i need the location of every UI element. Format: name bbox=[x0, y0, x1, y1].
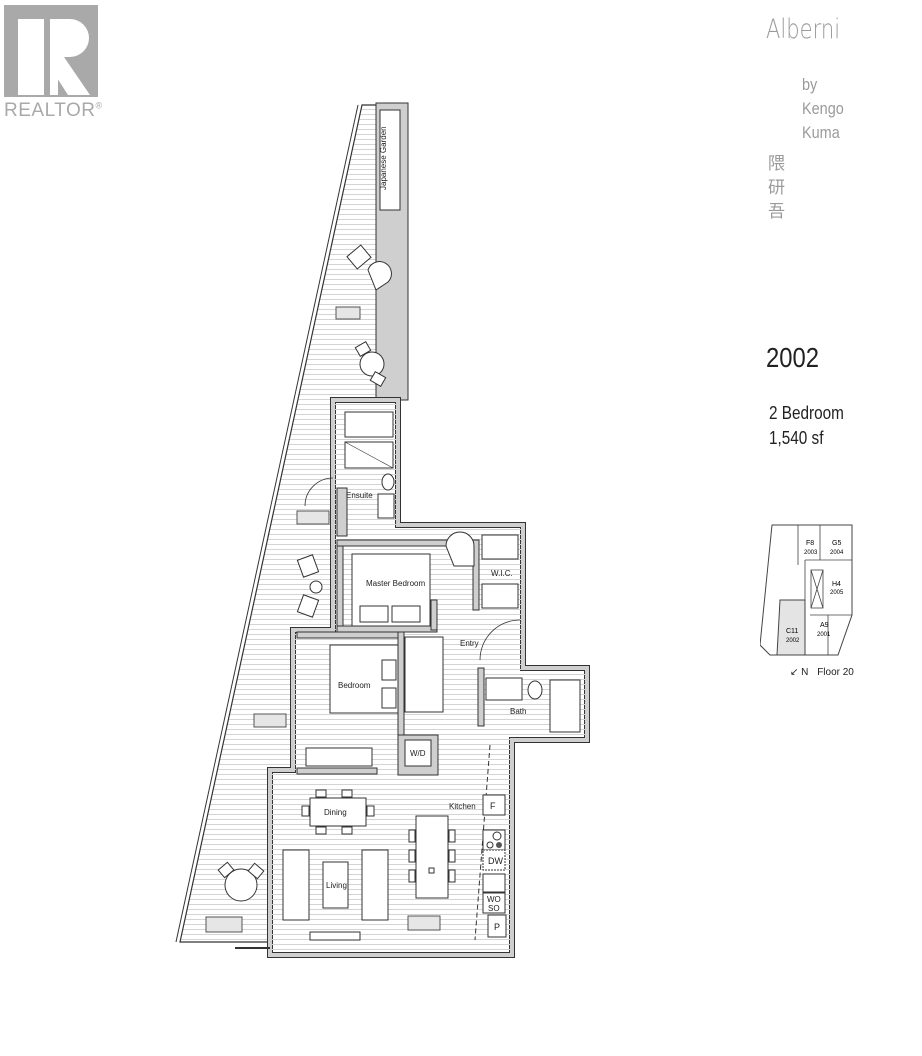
keyplan-h4: H4 bbox=[832, 581, 841, 588]
kitchen-island bbox=[415, 815, 449, 899]
balcony-loungers bbox=[205, 306, 361, 933]
by-label: by bbox=[802, 75, 818, 94]
kanji-2: 研 bbox=[768, 178, 785, 197]
realtor-text: REALTOR bbox=[4, 100, 96, 121]
sofa-left bbox=[282, 849, 310, 921]
dishwasher bbox=[482, 849, 506, 871]
wic-label: W.I.C. bbox=[491, 569, 513, 578]
pantry bbox=[487, 914, 507, 938]
realtor-logo bbox=[4, 5, 98, 97]
unit-type: 2 Bedroom bbox=[769, 403, 844, 423]
keyplan-2005: 2005 bbox=[830, 590, 844, 596]
ensuite-label: Ensuite bbox=[346, 491, 373, 500]
keyplan-2001: 2001 bbox=[817, 632, 831, 638]
coffee-table bbox=[322, 861, 349, 909]
vanity bbox=[377, 493, 395, 519]
architect-first-name: Kengo bbox=[802, 99, 844, 118]
armchair bbox=[445, 531, 475, 567]
keyplan-g5: G5 bbox=[832, 540, 841, 547]
registered-mark: ® bbox=[95, 100, 103, 111]
wic-shelving bbox=[481, 534, 519, 560]
balcony-railing bbox=[175, 104, 359, 943]
sink bbox=[482, 873, 506, 893]
keyplan-2004: 2004 bbox=[830, 550, 844, 556]
wall-oven bbox=[482, 892, 506, 914]
keyplan-c11: C11 bbox=[786, 628, 798, 635]
dining-chairs bbox=[301, 789, 375, 835]
kitchen-label: Kitchen bbox=[449, 802, 476, 811]
washer-dryer bbox=[404, 739, 432, 767]
keyplan-a9: A9 bbox=[820, 622, 829, 629]
bath-label: Bath bbox=[510, 707, 526, 716]
unit-area: 1,540 sf bbox=[769, 428, 824, 448]
fireplace bbox=[309, 931, 361, 941]
bath-shower bbox=[549, 679, 581, 733]
door-swing bbox=[304, 477, 334, 507]
desk bbox=[305, 747, 373, 767]
floor-label: Floor 20 bbox=[817, 667, 854, 678]
fridge bbox=[482, 794, 506, 816]
balcony-chairs bbox=[217, 244, 392, 902]
dining-label: Dining bbox=[324, 808, 347, 817]
japanese-garden bbox=[379, 109, 401, 211]
bathtub bbox=[344, 411, 394, 438]
island-stools bbox=[408, 829, 456, 883]
bedroom-label: Bedroom bbox=[338, 681, 371, 690]
project-title: Alberni bbox=[766, 14, 841, 45]
closet bbox=[404, 636, 444, 713]
keyplan-legend: ↙ N Floor 20 bbox=[790, 667, 854, 678]
fridge-label: F bbox=[490, 801, 496, 811]
toilet bbox=[381, 473, 395, 491]
bath-vanity bbox=[485, 677, 523, 701]
keyplan-unit-highlight bbox=[776, 599, 806, 656]
wd-label: W/D bbox=[410, 749, 426, 758]
master-bedroom-label: Master Bedroom bbox=[366, 579, 425, 588]
entry-label: Entry bbox=[460, 639, 479, 648]
keyplan-2003: 2003 bbox=[804, 550, 818, 556]
japanese-garden-label: Japanese Garden bbox=[379, 126, 388, 190]
key-plan: F8 2003 G5 2004 H4 2005 A9 2001 C11 2002 bbox=[760, 524, 853, 656]
living-label: Living bbox=[326, 881, 347, 890]
bath-toilet bbox=[527, 680, 543, 700]
sofa-right bbox=[361, 849, 389, 921]
kanji-1: 隈 bbox=[768, 154, 785, 173]
entry-door-swing bbox=[479, 619, 521, 661]
north-label: N bbox=[801, 667, 809, 678]
dining-table bbox=[309, 797, 367, 827]
ottoman bbox=[407, 915, 441, 931]
keyplan-2002: 2002 bbox=[786, 638, 800, 644]
unit-number: 2002 bbox=[766, 342, 819, 373]
wall-oven-label: WO bbox=[487, 895, 501, 904]
steam-oven-label: SO bbox=[488, 904, 500, 913]
kanji-3: 吾 bbox=[768, 202, 785, 221]
realtor-wordmark: REALTOR® bbox=[4, 100, 103, 122]
keyplan-f8: F8 bbox=[806, 540, 814, 547]
pantry-label: P bbox=[494, 922, 500, 932]
architect-last-name: Kuma bbox=[802, 123, 840, 142]
dishwasher-label: DW bbox=[488, 856, 503, 866]
north-arrow-icon: ↙ bbox=[790, 667, 799, 678]
